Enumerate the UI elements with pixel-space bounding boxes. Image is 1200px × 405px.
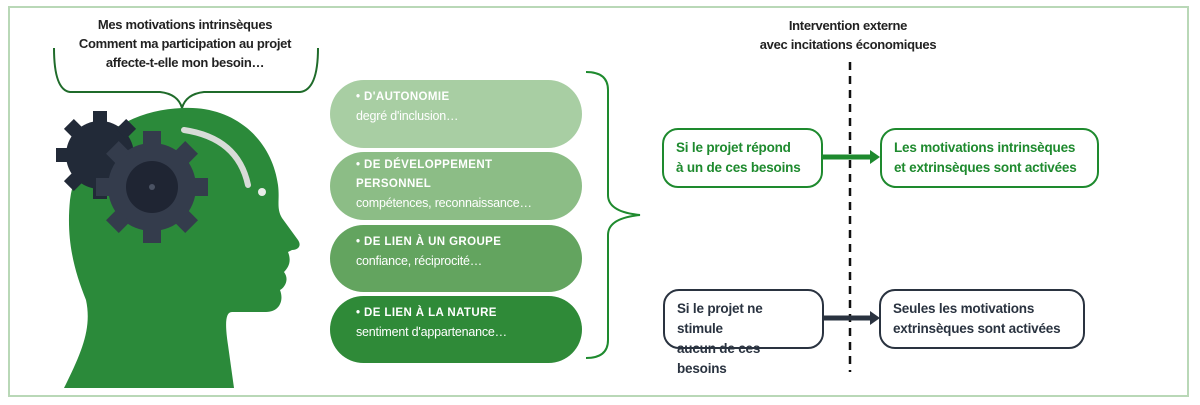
result-no-box: Seules les motivations extrinsèques sont… [879, 289, 1085, 349]
heading-line: Intervention externe [788, 18, 908, 33]
intrinsic-motivation-heading: Mes motivations intrinsèques Comment ma … [50, 15, 320, 72]
head-highlight [181, 127, 251, 188]
heading-line: avec incitations économiques [759, 37, 937, 52]
curly-brace [585, 71, 641, 359]
condition-no-box: Si le projet ne stimule aucun de ces bes… [663, 289, 824, 376]
box-line: Les motivations intrinsèques [894, 140, 1076, 155]
need-detail: confiance, réciprocité… [356, 254, 483, 268]
need-title: • DE LIEN À LA NATURE [356, 307, 497, 319]
need-detail: sentiment d'appartenance… [356, 325, 507, 339]
box-line: Si le projet répond [676, 140, 791, 155]
arrow-icon [823, 150, 880, 164]
speech-bracket [53, 47, 319, 112]
need-autonomy: • D'AUTONOMIE degré d'inclusion… [330, 80, 582, 148]
heading-line: Comment ma participation au projet [78, 36, 292, 51]
arrow-icon [823, 311, 880, 325]
need-group-link: • DE LIEN À UN GROUPE confiance, récipro… [330, 225, 582, 292]
heading-line: Mes motivations intrinsèques [97, 17, 273, 32]
box-line: à un de ces besoins [676, 160, 801, 175]
need-detail: degré d'inclusion… [356, 109, 459, 123]
box-line: et extrinsèques sont activées [894, 160, 1077, 175]
need-title: • DE LIEN À UN GROUPE [356, 236, 502, 248]
gear-icon [96, 131, 208, 243]
result-yes-box: Les motivations intrinsèques et extrinsè… [880, 128, 1099, 188]
need-title: • D'AUTONOMIE [356, 91, 450, 103]
need-detail: compétences, reconnaissance… [356, 196, 532, 210]
box-line: Seules les motivations [893, 301, 1035, 316]
condition-yes-box: Si le projet répond à un de ces besoins [662, 128, 823, 188]
heading-line: affecte-t-elle mon besoin… [105, 55, 265, 70]
need-title: • DE DÉVELOPPEMENT [356, 159, 493, 171]
need-title: PERSONNEL [356, 178, 432, 190]
intervention-heading: Intervention externe avec incitations éc… [720, 16, 976, 54]
need-personal-development: • DE DÉVELOPPEMENT PERSONNEL compétences… [330, 152, 582, 220]
box-line: Si le projet ne stimule [677, 301, 763, 336]
box-line: aucun de ces besoins [677, 341, 761, 376]
need-nature-link: • DE LIEN À LA NATURE sentiment d'appart… [330, 296, 582, 363]
box-line: extrinsèques sont activées [893, 321, 1061, 336]
frame-border [8, 6, 1189, 397]
